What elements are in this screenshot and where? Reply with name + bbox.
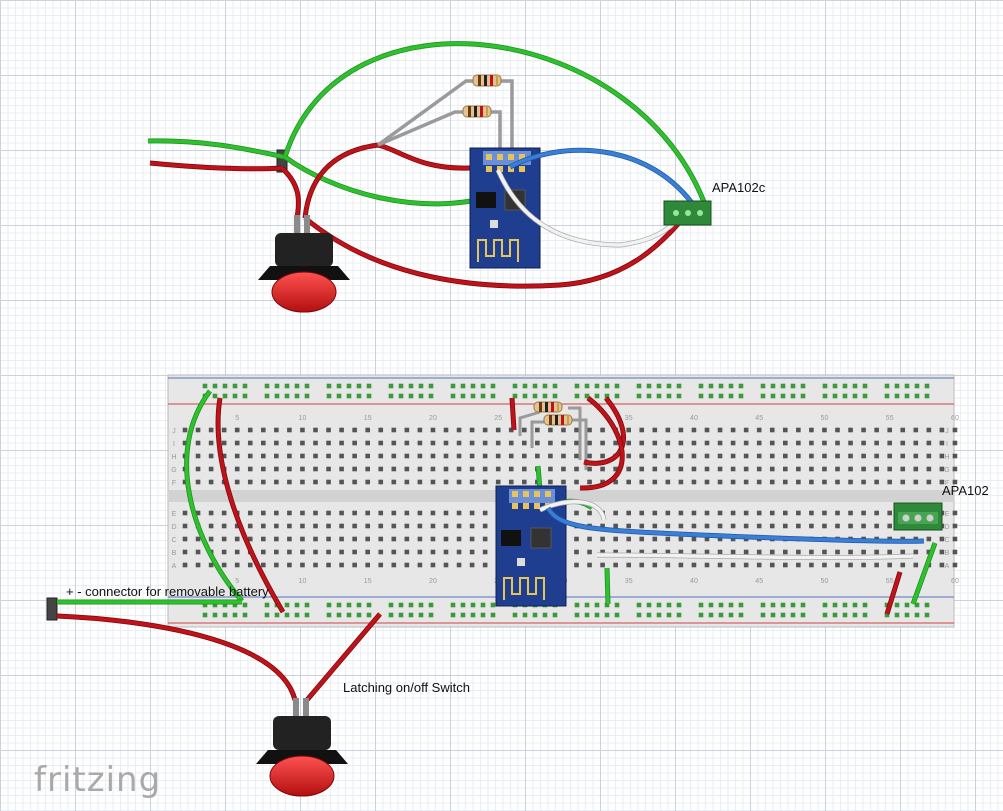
svg-text:C: C bbox=[944, 537, 949, 544]
svg-text:60: 60 bbox=[951, 578, 959, 585]
svg-text:B: B bbox=[945, 550, 950, 557]
bb-green-wire-right-inner bbox=[911, 542, 937, 605]
svg-text:G: G bbox=[944, 467, 949, 474]
svg-text:5: 5 bbox=[235, 578, 239, 585]
svg-text:20: 20 bbox=[429, 578, 437, 585]
battery-connector-icon bbox=[46, 597, 58, 621]
svg-text:15: 15 bbox=[364, 415, 372, 422]
esp8266-module-icon bbox=[469, 147, 541, 269]
battery-red-wire-inner bbox=[56, 614, 297, 701]
svg-text:55: 55 bbox=[886, 578, 894, 585]
bb-red-wire-loop-2-inner bbox=[579, 396, 624, 490]
svg-text:D: D bbox=[171, 524, 176, 531]
bb-red-wire-right-inner bbox=[885, 571, 902, 615]
svg-text:50: 50 bbox=[821, 415, 829, 422]
push-button-icon bbox=[258, 215, 350, 313]
bb-white-wire-long-inner bbox=[596, 553, 914, 560]
svg-text:A: A bbox=[172, 563, 177, 570]
svg-text:45: 45 bbox=[755, 415, 763, 422]
svg-text:I: I bbox=[946, 441, 948, 448]
svg-text:50: 50 bbox=[821, 578, 829, 585]
svg-text:G: G bbox=[171, 467, 176, 474]
svg-text:10: 10 bbox=[299, 415, 307, 422]
svg-text:60: 60 bbox=[951, 415, 959, 422]
svg-text:35: 35 bbox=[625, 415, 633, 422]
svg-text:I: I bbox=[173, 441, 175, 448]
svg-text:C: C bbox=[171, 537, 176, 544]
bb-white-wire-short-inner bbox=[539, 500, 606, 521]
svg-text:F: F bbox=[172, 480, 176, 487]
svg-text:35: 35 bbox=[625, 578, 633, 585]
svg-text:H: H bbox=[944, 454, 949, 461]
top-wiring-diagram bbox=[147, 41, 712, 313]
resistor-icon bbox=[472, 74, 502, 87]
svg-text:15: 15 bbox=[364, 578, 372, 585]
apa102-label: APA102 bbox=[942, 483, 989, 498]
top-white-wire-inner bbox=[496, 169, 684, 247]
svg-text:45: 45 bbox=[755, 578, 763, 585]
top-red-wire-3-inner bbox=[303, 143, 471, 219]
battery-connector-label: + - connector for removable battery bbox=[66, 584, 269, 599]
top-blue-wire-inner bbox=[509, 148, 699, 211]
resistor-icon bbox=[533, 401, 563, 413]
svg-text:40: 40 bbox=[690, 578, 698, 585]
svg-text:E: E bbox=[172, 511, 177, 518]
svg-text:25: 25 bbox=[494, 415, 502, 422]
svg-text:55: 55 bbox=[886, 415, 894, 422]
switch-red-wire-inner bbox=[305, 612, 382, 702]
svg-text:E: E bbox=[945, 511, 950, 518]
bb-gray-wire-2 bbox=[530, 420, 548, 448]
svg-text:B: B bbox=[172, 550, 177, 557]
svg-text:5: 5 bbox=[235, 415, 239, 422]
bb-gray-wire-4 bbox=[570, 418, 588, 470]
resistor-icon bbox=[543, 414, 573, 426]
bb-gray-wire-1 bbox=[518, 410, 541, 436]
bb-green-wire-down-inner bbox=[605, 567, 610, 605]
top-red-wire-2-inner bbox=[280, 166, 301, 219]
apa102c-label: APA102c bbox=[712, 180, 766, 195]
top-green-wire-1-inner bbox=[147, 139, 286, 159]
bb-red-wire-left-inner bbox=[216, 397, 285, 613]
bb-red-wire-short-inner bbox=[510, 397, 516, 431]
svg-text:20: 20 bbox=[429, 415, 437, 422]
fritzing-logo: fritzing bbox=[34, 760, 162, 800]
bottom-wiring-diagram bbox=[46, 389, 943, 797]
switch-label: Latching on/off Switch bbox=[343, 680, 470, 695]
bb-green-wire-left-inner bbox=[184, 389, 244, 603]
apa102-led-icon bbox=[893, 502, 943, 531]
apa102-led-icon bbox=[663, 200, 712, 226]
top-red-wire-4-inner bbox=[303, 208, 692, 288]
svg-text:40: 40 bbox=[690, 415, 698, 422]
push-button-icon bbox=[256, 698, 348, 797]
svg-text:A: A bbox=[945, 563, 950, 570]
svg-text:D: D bbox=[944, 524, 949, 531]
top-red-wire-1-inner bbox=[149, 161, 283, 171]
bb-blue-wire-inner bbox=[546, 507, 925, 543]
svg-text:J: J bbox=[945, 428, 949, 435]
top-green-wire-2-inner bbox=[283, 41, 709, 211]
svg-text:10: 10 bbox=[299, 578, 307, 585]
resistor-icon bbox=[462, 105, 492, 118]
svg-text:J: J bbox=[172, 428, 176, 435]
svg-text:H: H bbox=[171, 454, 176, 461]
svg-text:F: F bbox=[945, 480, 949, 487]
bb-gray-wire-3 bbox=[568, 406, 582, 460]
